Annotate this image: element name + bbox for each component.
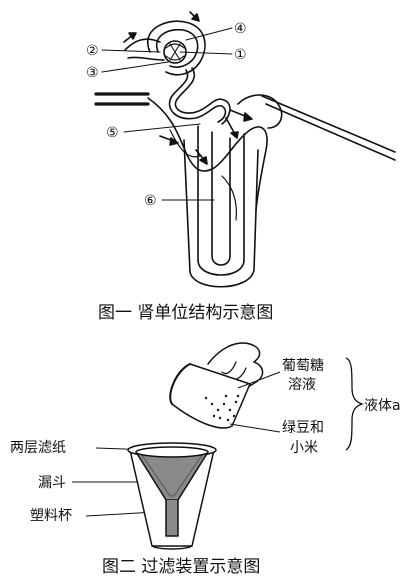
figure2-caption: 图二 过滤装置示意图	[102, 557, 260, 577]
marker-2: ②	[86, 43, 99, 59]
efferent-arteriole	[127, 56, 165, 61]
leader-marker-4	[185, 27, 233, 41]
marker-1: ①	[234, 47, 247, 63]
collecting-duct	[261, 95, 396, 153]
filter-paper-layer	[141, 454, 203, 497]
label-funnel: 漏斗	[38, 475, 66, 491]
peritubular-capillary	[147, 97, 268, 211]
pouring-cup-with-hand	[169, 342, 264, 429]
proximal-tubule-inner	[168, 69, 227, 123]
funnel-stem	[165, 500, 179, 537]
pouring-cup-rim	[169, 363, 191, 405]
liquid-brace	[345, 357, 365, 451]
leader-marker-1	[179, 51, 233, 55]
leader-beans	[229, 423, 281, 433]
nephron-figure	[94, 11, 396, 288]
arrow-head-left	[128, 32, 137, 40]
afferent-arteriole	[124, 38, 161, 51]
collecting-duct-2	[265, 103, 396, 161]
hand-shape	[207, 342, 264, 393]
proximal-tubule	[174, 67, 231, 125]
leader-marker-3	[101, 61, 169, 73]
loop-of-henle-inner	[211, 131, 231, 266]
grains-dots	[204, 394, 240, 422]
arrow-head-down-2	[230, 131, 239, 139]
figure1-caption: 图一 肾单位结构示意图	[98, 303, 273, 323]
arrow-head-left-side	[169, 137, 179, 146]
bowmans-capsule-inner	[155, 28, 199, 68]
arrow-head-right	[243, 112, 253, 122]
glomerulus-loops	[165, 43, 185, 61]
marker-6: ⑥	[144, 193, 157, 209]
arrow-head-top	[191, 13, 200, 22]
bowmans-capsule	[147, 20, 206, 76]
label-beans-2: 小米	[290, 440, 318, 456]
loop-vessel-outer	[183, 139, 259, 288]
filter-apparatus	[127, 442, 217, 550]
arrow-head-down-1	[199, 156, 208, 165]
label-beans-1: 绿豆和	[282, 420, 324, 436]
leader-glucose	[237, 371, 281, 389]
loop-of-henle-outer	[197, 125, 245, 276]
label-glucose-2: 溶液	[288, 377, 316, 393]
loop-vessel-mid	[221, 175, 237, 221]
marker-3: ③	[86, 65, 99, 81]
label-filter-paper: 两层滤纸	[10, 440, 66, 456]
label-liquid-a: 液体a	[364, 398, 401, 414]
marker-5: ⑤	[106, 125, 119, 141]
leader-marker-5	[123, 123, 201, 133]
marker-4: ④	[234, 21, 247, 37]
label-glucose-1: 葡萄糖	[282, 358, 324, 374]
cup-bottom	[151, 545, 193, 550]
distal-tubule	[237, 94, 283, 129]
leader-marker-2	[101, 49, 161, 53]
funnel-rim	[135, 446, 209, 458]
label-cup: 塑料杯	[30, 508, 72, 524]
